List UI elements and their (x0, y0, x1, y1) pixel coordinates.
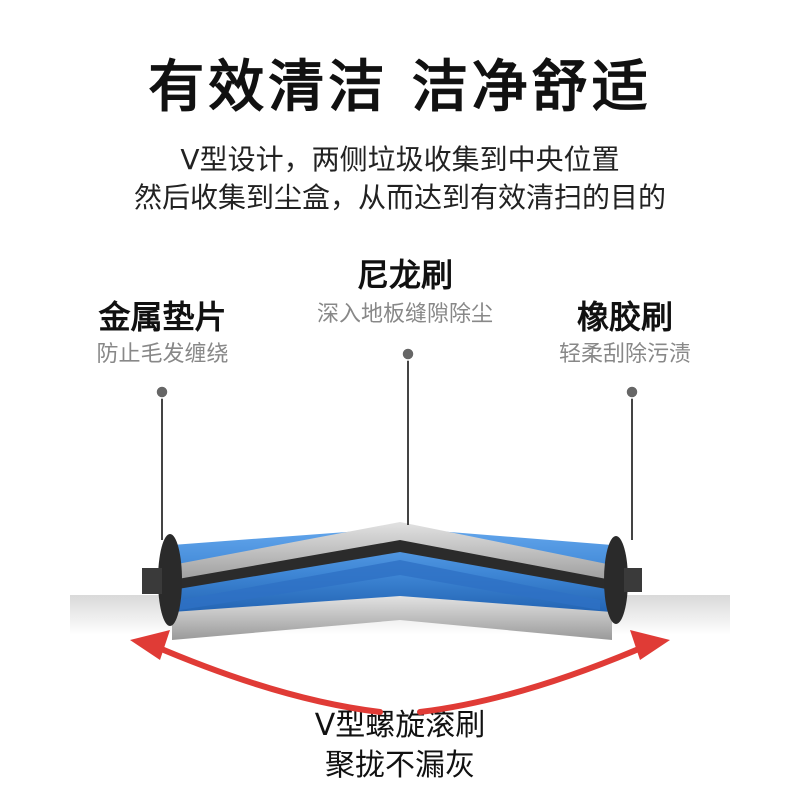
subtitle-line-1: V型设计，两侧垃圾收集到中央位置 (180, 143, 620, 176)
callout-center-desc: 深入地板缝隙除尘 (316, 302, 493, 327)
left-arrowhead-icon (130, 630, 170, 660)
v-direction-arrows (130, 630, 670, 715)
bottom-label-line-1: V型螺旋滚刷 (314, 708, 486, 743)
left-leader-dot (155, 385, 169, 399)
bottom-bristle-strip (172, 596, 612, 640)
callout-left-title: 金属垫片 (98, 298, 227, 336)
callout-center-title: 尼龙刷 (356, 256, 453, 294)
right-end-cap (604, 536, 628, 624)
rubber-blade-strip (172, 540, 612, 590)
nylon-bristle-strip (172, 522, 612, 584)
right-arrow-curve (417, 642, 651, 715)
brush-roller (142, 522, 642, 640)
callout-right-desc: 轻柔刮除污渍 (558, 342, 691, 367)
headline: 有效清洁 洁净舒适 (148, 55, 652, 120)
center-leader-dot (401, 347, 415, 361)
callout-right-title: 橡胶刷 (576, 298, 673, 336)
callout-left-desc: 防止毛发缠绕 (96, 342, 229, 367)
bottom-label-line-2: 聚拢不漏灰 (325, 748, 475, 783)
right-arrowhead-icon (630, 630, 670, 660)
left-arrow-curve (149, 642, 383, 715)
right-leader-dot (625, 385, 639, 399)
left-end-cap (158, 534, 182, 626)
subtitle-line-2: 然后收集到尘盒，从而达到有效清扫的目的 (133, 181, 666, 214)
callout-leader-lines (155, 347, 639, 540)
